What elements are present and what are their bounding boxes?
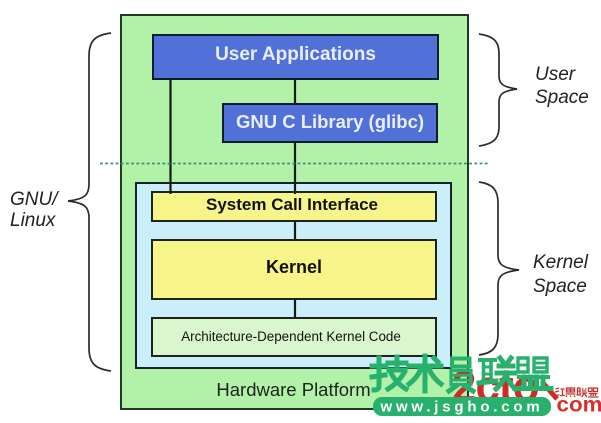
svg-text:com: com [557,394,601,417]
svg-text:www.jsgho.com: www.jsgho.com [379,399,543,416]
